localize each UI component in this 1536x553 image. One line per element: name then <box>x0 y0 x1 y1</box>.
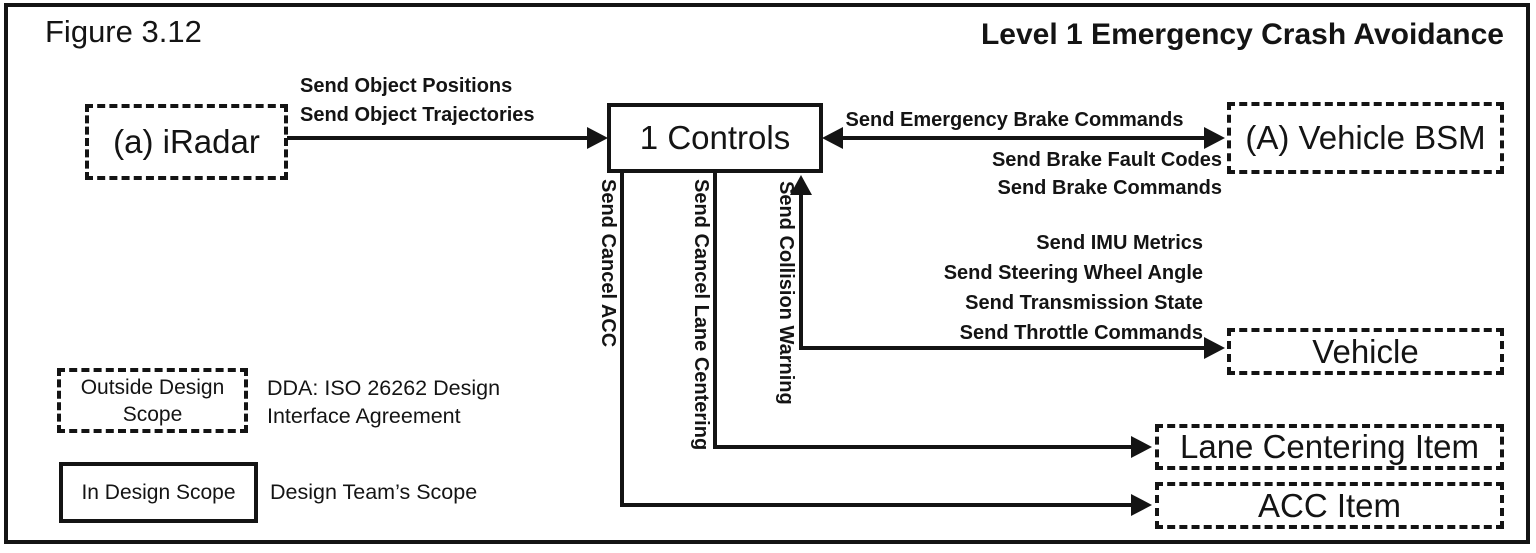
legend-outside-design-scope-desc: DDA: ISO 26262 Design Interface Agreemen… <box>267 376 501 428</box>
flow-label-cancel-acc: Send Cancel ACC <box>597 179 619 348</box>
connector-controls-vehicle-horizontal <box>799 346 1205 350</box>
arrowhead-into-vehicle-bsm-icon <box>1204 127 1225 149</box>
connector-controls-bsm <box>842 136 1205 140</box>
flow-label-transmission-state: Send Transmission State <box>965 292 1203 314</box>
flow-label-throttle-commands: Send Throttle Commands <box>959 322 1203 344</box>
arrowhead-into-acc-item-icon <box>1131 494 1152 516</box>
connector-cancel-lane-vertical <box>713 173 717 449</box>
node-iradar-label: (a) iRadar <box>113 123 260 160</box>
arrowhead-into-vehicle-icon <box>1204 337 1225 359</box>
node-acc-item: ACC Item <box>1155 482 1504 529</box>
flow-label-collision-warning: Send Collision Warning <box>775 181 797 405</box>
node-vehicle-bsm: (A) Vehicle BSM <box>1227 102 1504 174</box>
legend-in-design-scope-label: In Design Scope <box>81 481 236 504</box>
node-acc-item-label: ACC Item <box>1257 486 1402 524</box>
arrowhead-into-controls-right-icon <box>822 127 843 149</box>
connector-iradar-to-controls <box>287 136 587 140</box>
flow-label-steering-wheel-angle: Send Steering Wheel Angle <box>943 262 1203 284</box>
node-lane-centering-item-label: Lane Centering Item <box>1179 428 1479 465</box>
arrowhead-into-controls-left-icon <box>587 127 608 149</box>
flow-label-object-trajectories: Send Object Trajectories <box>300 104 535 126</box>
connector-cancel-lane-horizontal <box>713 445 1131 449</box>
legend-in-design-scope-desc: Design Team’s Scope <box>270 480 478 504</box>
legend-outside-design-scope-box: Outside Design Scope <box>57 368 248 433</box>
node-controls-label: 1 Controls <box>639 119 791 156</box>
figure-label: Figure 3.12 <box>45 14 202 49</box>
diagram-title: Level 1 Emergency Crash Avoidance <box>980 18 1504 51</box>
node-controls: 1 Controls <box>607 103 823 173</box>
node-lane-centering-item: Lane Centering Item <box>1155 424 1504 470</box>
diagram-border <box>4 3 1530 544</box>
node-vehicle-label: Vehicle <box>1312 332 1419 370</box>
connector-cancel-acc-vertical <box>620 173 624 507</box>
arrowhead-into-lane-centering-icon <box>1131 436 1152 458</box>
arrowhead-into-controls-bottom-icon <box>790 175 812 195</box>
flow-label-object-positions: Send Object Positions <box>300 75 513 97</box>
connector-collision-warning-vertical <box>799 194 803 350</box>
flow-label-brake-fault-codes: Send Brake Fault Codes <box>991 149 1222 171</box>
flow-label-emergency-brake-commands: Send Emergency Brake Commands <box>845 109 1184 131</box>
vehicle-flow-label-group: Send IMU Metrics Send Steering Wheel Ang… <box>850 228 1203 348</box>
node-vehicle-bsm-label: (A) Vehicle BSM <box>1245 119 1486 156</box>
flow-label-brake-commands: Send Brake Commands <box>997 177 1222 199</box>
node-vehicle: Vehicle <box>1227 328 1504 375</box>
flow-label-cancel-lane-centering: Send Cancel Lane Centering <box>690 179 712 451</box>
flow-label-imu-metrics: Send IMU Metrics <box>1036 232 1203 254</box>
connector-cancel-acc-horizontal <box>620 503 1131 507</box>
legend-in-design-scope-box: In Design Scope <box>59 462 258 523</box>
node-iradar: (a) iRadar <box>85 104 288 180</box>
legend-outside-design-scope-label: Outside Design Scope <box>80 375 225 426</box>
